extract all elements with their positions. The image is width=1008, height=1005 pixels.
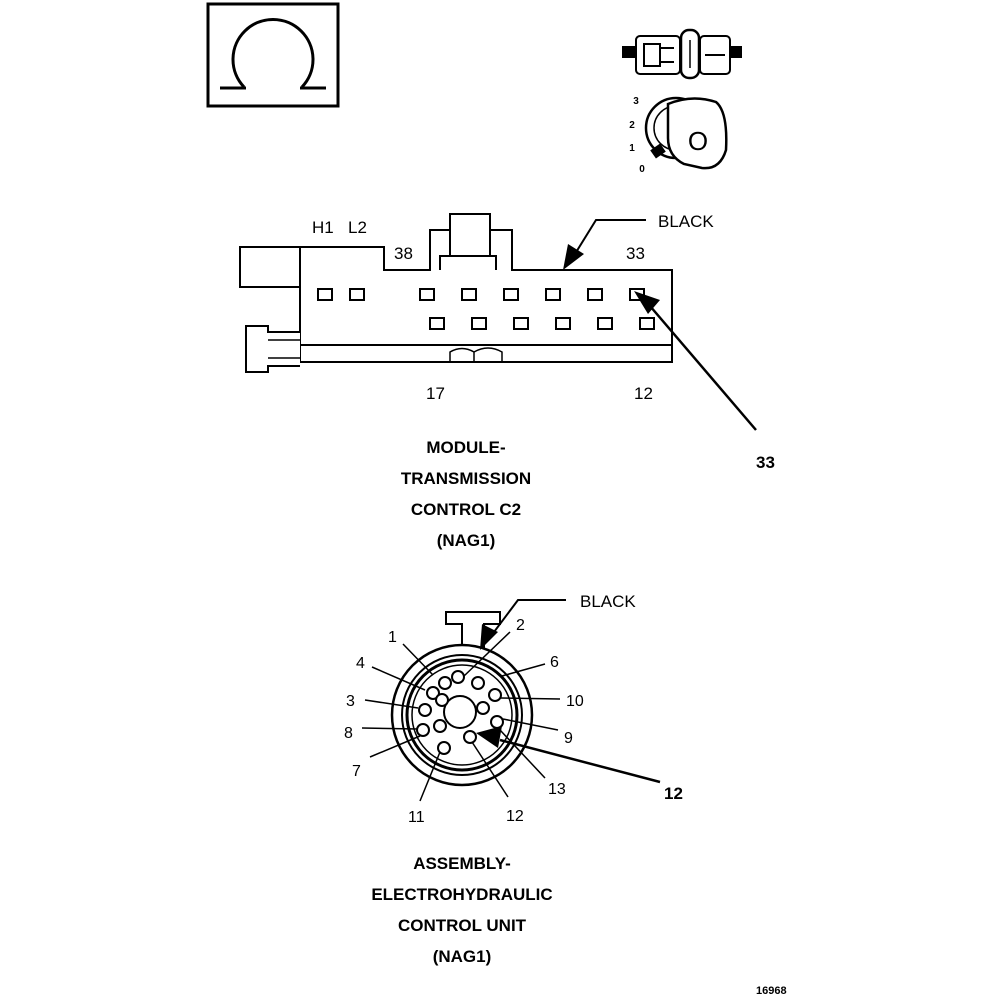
- c2-cavities-row-bottom: [429, 317, 655, 330]
- ehcu-pin-6: 6: [550, 654, 559, 671]
- ignition-position-3: 3: [633, 96, 639, 107]
- ehcu-pin-13: 13: [548, 781, 566, 798]
- key-label: O: [688, 126, 708, 156]
- c2-label-h1: H1: [312, 218, 334, 237]
- c2-connector: [239, 213, 757, 431]
- ignition-switch-icon: O 3 2 1 0: [629, 96, 728, 175]
- figure-id: 16968: [756, 985, 787, 997]
- c2-label-12: 12: [634, 384, 653, 403]
- ehcu-title-line-1: ASSEMBLY-: [413, 854, 511, 873]
- ehcu-pin-1: 1: [388, 629, 397, 646]
- c2-title-line-4: (NAG1): [437, 531, 496, 550]
- ehcu-pin-sockets: [416, 670, 504, 755]
- c2-title-line-1: MODULE-: [426, 438, 505, 457]
- c2-title-line-3: CONTROL C2: [411, 500, 521, 519]
- ehcu-pin-10: 10: [566, 693, 584, 710]
- ehcu-title: ASSEMBLY- ELECTROHYDRAULIC CONTROL UNIT …: [371, 854, 552, 966]
- ehcu-pin-2: 2: [516, 617, 525, 634]
- ehcu-pin-7: 7: [352, 763, 361, 780]
- c2-callout-pin: 33: [756, 453, 775, 472]
- ehcu-title-line-4: (NAG1): [433, 947, 492, 966]
- c2-title: MODULE- TRANSMISSION CONTROL C2 (NAG1): [401, 438, 531, 550]
- ehcu-connector: [361, 599, 661, 802]
- ignition-position-2: 2: [629, 120, 635, 131]
- ohmmeter-icon: [206, 2, 340, 108]
- ehcu-pin-4: 4: [356, 655, 365, 672]
- ehcu-pin-3: 3: [346, 693, 355, 710]
- ignition-position-1: 1: [629, 143, 635, 154]
- ehcu-title-line-2: ELECTROHYDRAULIC: [371, 885, 552, 904]
- c2-title-line-2: TRANSMISSION: [401, 469, 531, 488]
- ehcu-pin-leaders: [361, 631, 561, 802]
- ehcu-pin-8: 8: [344, 725, 353, 742]
- ehcu-callout-pin: 12: [664, 784, 683, 803]
- ehcu-pin-11: 11: [408, 809, 425, 826]
- ehcu-title-line-3: CONTROL UNIT: [398, 916, 527, 935]
- ehcu-pin-12: 12: [506, 808, 524, 825]
- ehcu-black-label: BLACK: [580, 592, 636, 611]
- ignition-position-0: 0: [639, 164, 645, 175]
- c2-label-17: 17: [426, 384, 445, 403]
- c2-label-33: 33: [626, 244, 645, 263]
- c2-label-l2: L2: [348, 218, 367, 237]
- disconnected-connector-icon: [622, 28, 742, 80]
- c2-label-38: 38: [394, 244, 413, 263]
- ehcu-pin-9: 9: [564, 730, 573, 747]
- c2-black-label: BLACK: [658, 212, 714, 231]
